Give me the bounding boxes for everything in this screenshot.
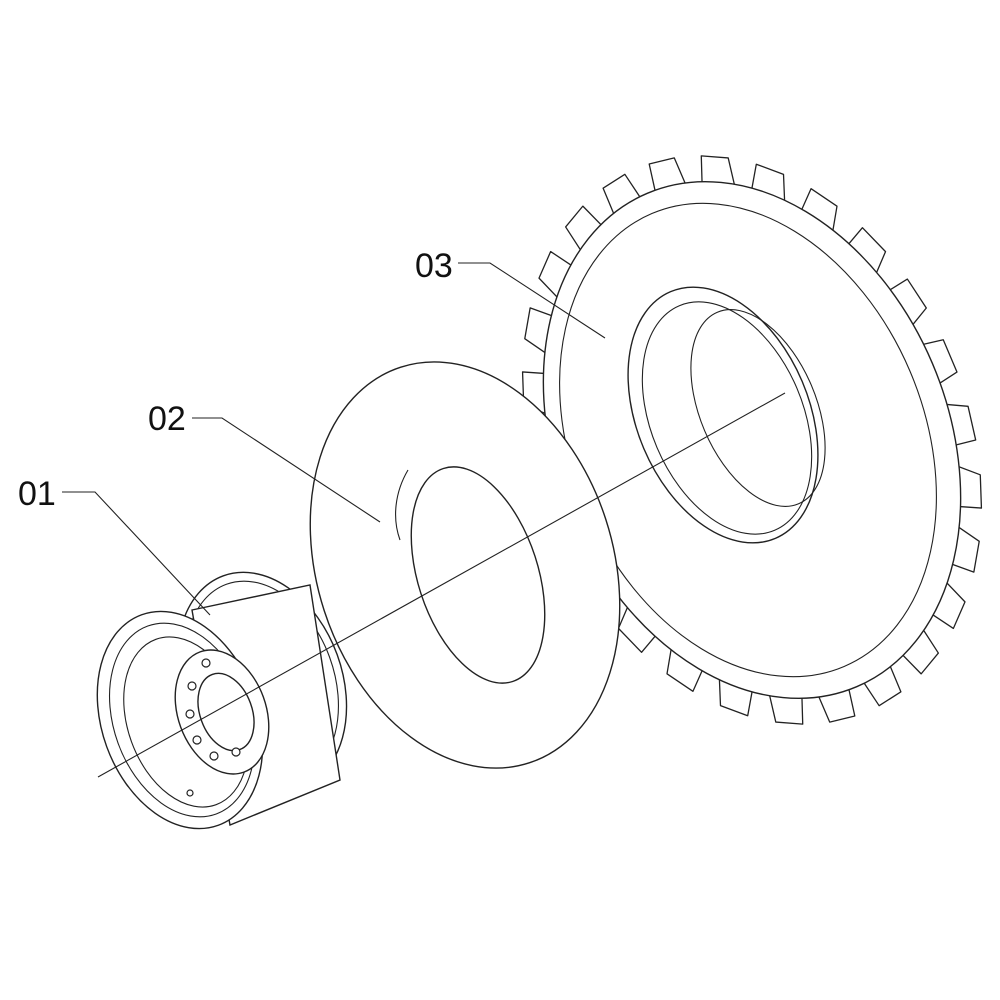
callout-label-01: 01 — [18, 475, 56, 513]
leader-line-01 — [62, 491, 211, 616]
tire-bead-outer — [627, 286, 819, 544]
tube-inner-edge — [410, 466, 546, 684]
callout-02: 02 — [148, 400, 381, 523]
tube-fold-line — [395, 469, 409, 541]
tire-part — [521, 155, 983, 725]
leader-line-03 — [458, 262, 606, 339]
callout-03: 03 — [415, 247, 606, 339]
inner-tube-part — [309, 361, 621, 769]
tire-inner-wall — [690, 309, 826, 507]
callout-label-02: 02 — [148, 400, 186, 438]
assembly-axis-line — [97, 392, 786, 778]
tire-bead-inner — [641, 301, 813, 535]
callout-label-03: 03 — [415, 247, 453, 285]
leader-line-02 — [192, 417, 381, 523]
callout-01: 01 — [18, 475, 211, 616]
rim-part — [96, 571, 348, 830]
rim-bolt-holes — [185, 658, 241, 797]
